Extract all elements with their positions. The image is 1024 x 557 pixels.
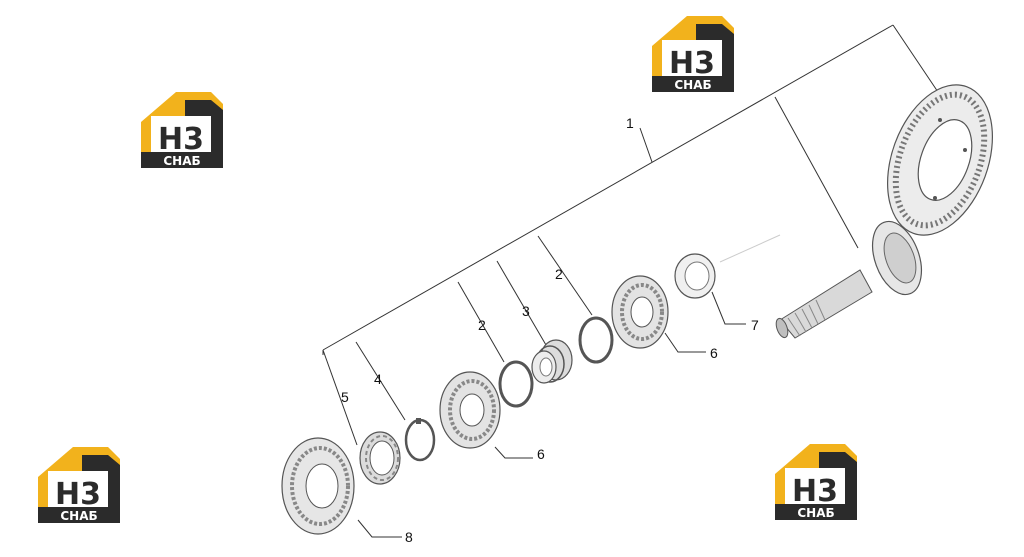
- logo-bottom-left: H3 СНАБ: [38, 447, 120, 523]
- callout-6-upper: 6: [710, 345, 718, 361]
- callout-labels: 1 2 2 3 4 5 6 6 7 8: [341, 115, 759, 545]
- callout-5: 5: [341, 389, 349, 405]
- callout-2-right: 2: [555, 266, 563, 282]
- callout-6-lower: 6: [537, 446, 545, 462]
- callout-8: 8: [405, 529, 413, 545]
- shim-2-right: [578, 316, 614, 364]
- spacer-3: [531, 339, 573, 384]
- logo-letters: H3: [669, 46, 715, 81]
- logo-caption: СНАБ: [60, 509, 97, 523]
- callout-3: 3: [522, 303, 530, 319]
- logo-top-center: H3 СНАБ: [652, 16, 734, 92]
- callout-7: 7: [751, 317, 759, 333]
- callout-2-left: 2: [478, 317, 486, 333]
- logo-caption: СНАБ: [163, 154, 200, 168]
- nut-5: [359, 431, 401, 485]
- leader-lines: [322, 24, 941, 538]
- spacer-washer-7: [674, 253, 716, 299]
- callout-1: 1: [626, 115, 634, 131]
- bearing-8: [281, 437, 355, 535]
- logo-caption: СНАБ: [797, 506, 834, 520]
- logo-caption: СНАБ: [674, 78, 711, 92]
- logo-top-left: H3 СНАБ: [141, 92, 223, 168]
- shim-2-left: [498, 360, 534, 408]
- logo-letters: H3: [55, 477, 101, 512]
- logo-bottom-right: H3 СНАБ: [775, 444, 857, 520]
- logo-letters: H3: [158, 122, 204, 157]
- logo-letters: H3: [792, 474, 838, 509]
- ring-gear: [886, 84, 994, 236]
- bearing-6-upper: [611, 275, 669, 349]
- bearing-6-lower: [439, 371, 501, 449]
- callout-4: 4: [374, 371, 382, 387]
- pinion-shaft: [775, 220, 923, 339]
- lock-washer-4: [404, 418, 436, 462]
